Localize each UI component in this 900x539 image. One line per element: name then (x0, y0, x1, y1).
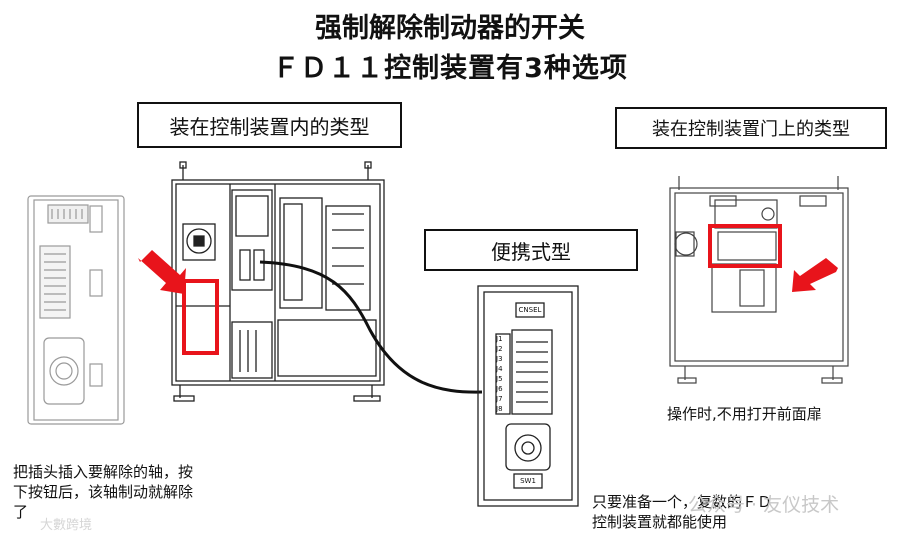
jack-label: J1 (496, 335, 503, 343)
cnsel-label: CNSEL (518, 306, 542, 314)
title-line-1: 强制解除制动器的开关 (315, 13, 585, 44)
caption-right: 只要准备一个，复数的ＦＤ 控制装置就都能使用 (592, 492, 852, 532)
caption-left-line2: 下按钮后，该轴制动就解除 (13, 483, 194, 501)
jack-label: J5 (496, 375, 503, 383)
inside-pointer-arrow (138, 250, 186, 294)
door-highlight-box (708, 224, 782, 268)
cabinet-inside-type (171, 161, 385, 402)
watermark-left: 大數跨境 (40, 518, 93, 533)
sw1-label: SW1 (520, 477, 536, 485)
inside-highlight-box (182, 279, 219, 355)
caption-left: 把插头插入要解除的轴，按 下按钮后，该轴制动就解除 了 (13, 462, 273, 522)
caption-door-note: 操作时,不用打开前面扉 (667, 405, 822, 423)
portable-device-side-view (27, 195, 125, 425)
jack-label: J3 (496, 355, 503, 363)
label-inside-type: 装在控制装置内的类型 (137, 102, 402, 148)
caption-left-line1: 把插头插入要解除的轴，按 (13, 463, 194, 481)
caption-right-line1: 只要准备一个，复数的ＦＤ (592, 493, 773, 511)
jack-labels: J1 J2 J3 J4 J5 J6 J7 J8 (496, 334, 510, 414)
jack-label: J2 (496, 345, 503, 353)
label-portable-type: 便携式型 (424, 229, 638, 271)
jack-label: J4 (496, 365, 503, 373)
portable-device (477, 285, 579, 507)
watermark-right: 公众号 · 友仪技术 (688, 494, 840, 516)
jack-label: J8 (496, 405, 503, 413)
caption-left-line3: 了 (13, 503, 29, 521)
caption-right-line2: 控制装置就都能使用 (592, 513, 728, 531)
jack-label: J7 (496, 395, 503, 403)
cabinet-door-type (669, 176, 849, 384)
title-line-2: ＦＤ１１控制装置有3种选项 (272, 53, 628, 84)
jack-label: J6 (496, 385, 503, 393)
portable-cable (259, 260, 483, 394)
label-door-type: 装在控制装置门上的类型 (615, 107, 887, 149)
door-pointer-arrow (792, 258, 838, 292)
